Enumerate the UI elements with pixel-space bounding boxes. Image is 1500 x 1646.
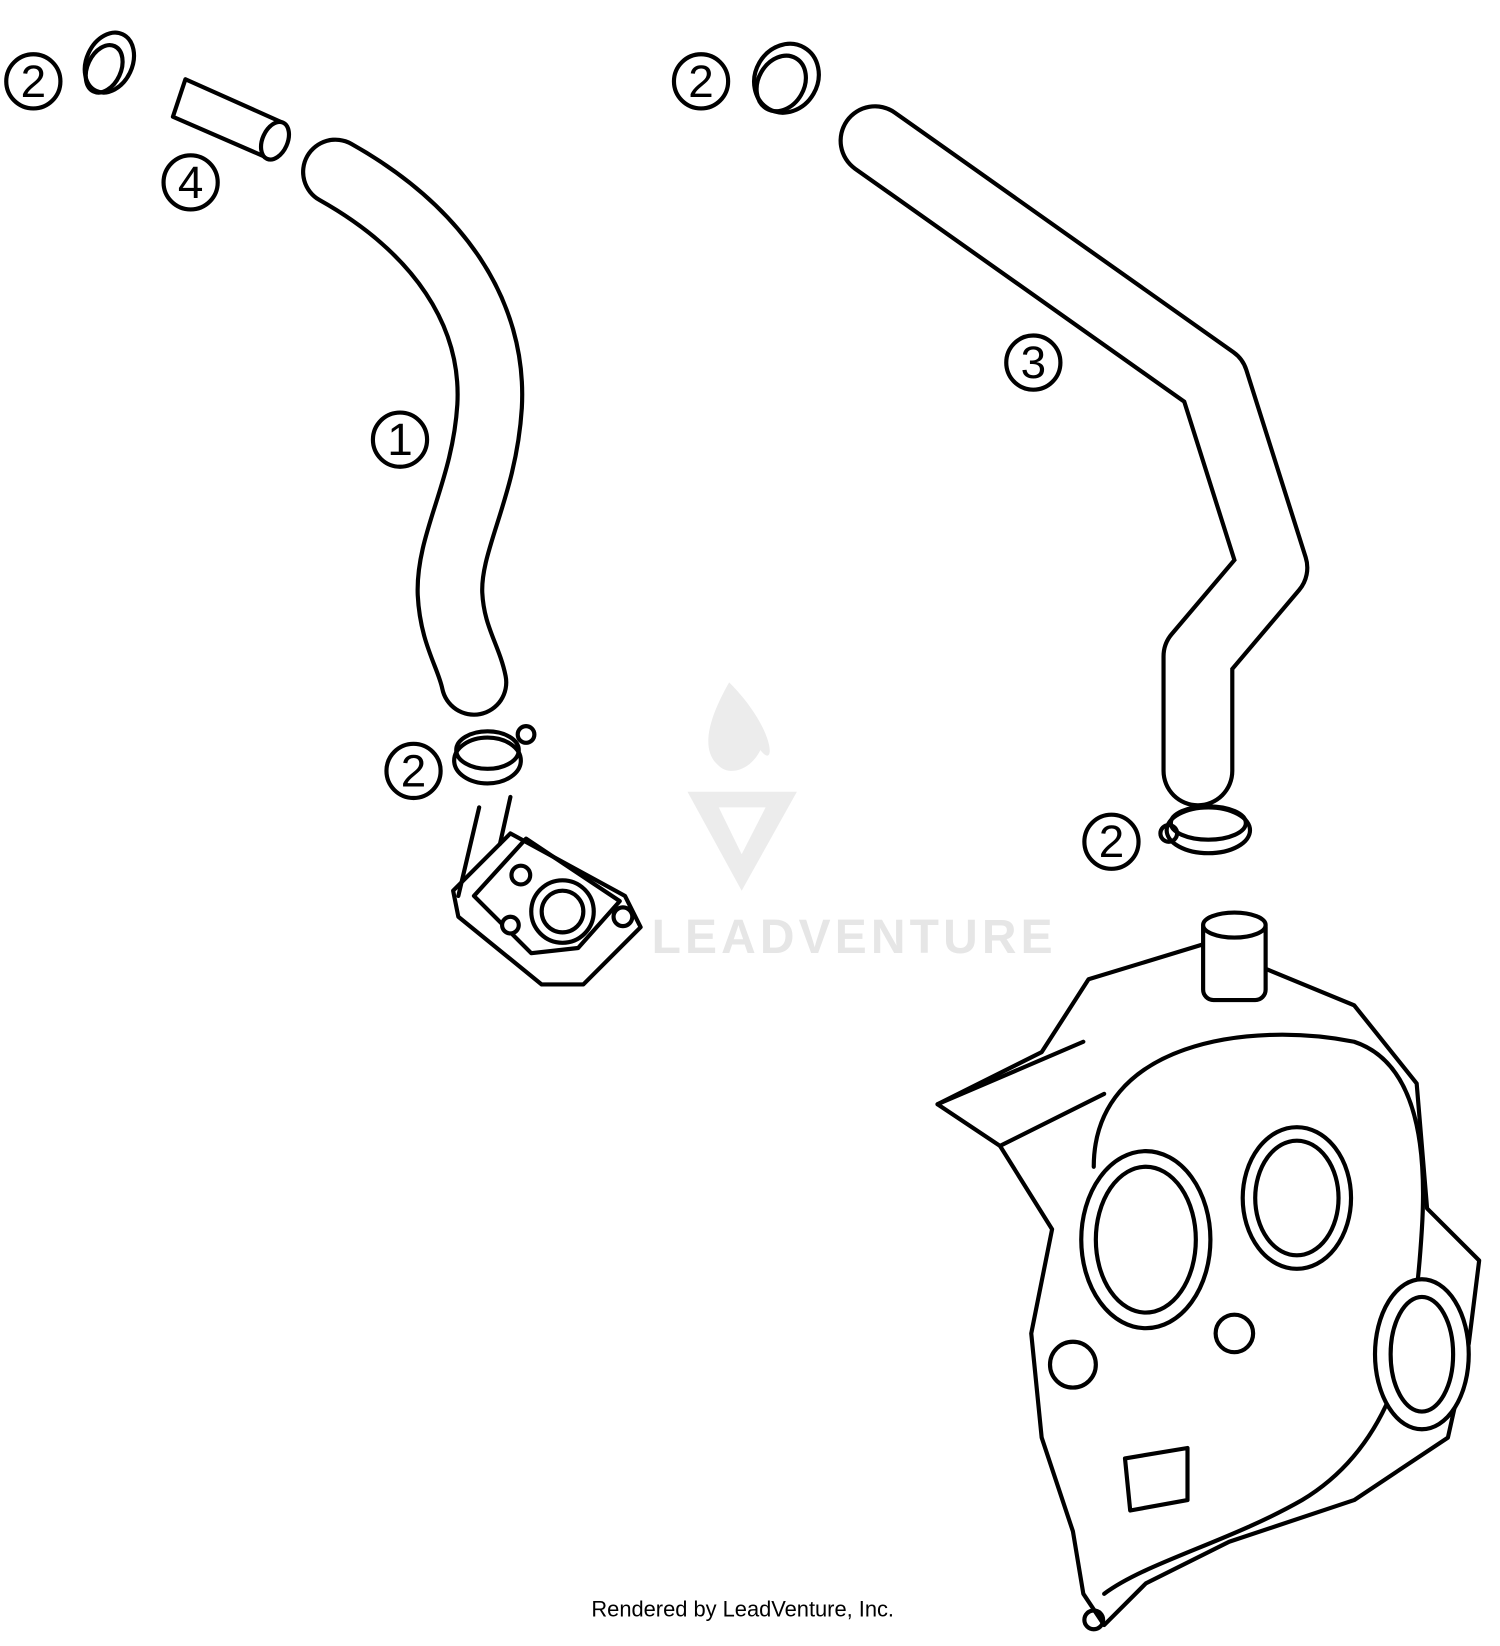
hose-clamp <box>82 30 137 95</box>
svg-text:2: 2 <box>21 56 47 107</box>
callout-2[interactable]: 2 <box>671 52 731 111</box>
callout-2[interactable]: 2 <box>4 52 63 111</box>
hose-clamp <box>1158 804 1253 856</box>
hose-1 <box>301 137 525 717</box>
callout-4[interactable]: 4 <box>161 153 220 212</box>
watermark-logo: LEADVENTURE <box>652 682 1057 964</box>
hose-clamp <box>752 41 821 115</box>
callout-3[interactable]: 3 <box>1004 333 1063 392</box>
svg-text:4: 4 <box>178 157 203 208</box>
svg-text:2: 2 <box>401 745 427 796</box>
sleeve-4 <box>170 77 292 162</box>
callout-2[interactable]: 2 <box>384 741 443 801</box>
engine-cover <box>935 910 1482 1632</box>
svg-text:2: 2 <box>1099 816 1125 867</box>
svg-text:1: 1 <box>387 414 413 465</box>
footer-credit: Rendered by LeadVenture, Inc. <box>591 1597 894 1622</box>
svg-text:2: 2 <box>688 56 713 107</box>
thermostat-cover <box>451 794 643 987</box>
hose-clamp <box>452 724 537 786</box>
hose-3 <box>838 104 1310 808</box>
svg-text:3: 3 <box>1021 337 1047 388</box>
watermark-text: LEADVENTURE <box>652 911 1057 964</box>
callout-2[interactable]: 2 <box>1082 812 1141 871</box>
callout-1[interactable]: 1 <box>370 410 430 469</box>
